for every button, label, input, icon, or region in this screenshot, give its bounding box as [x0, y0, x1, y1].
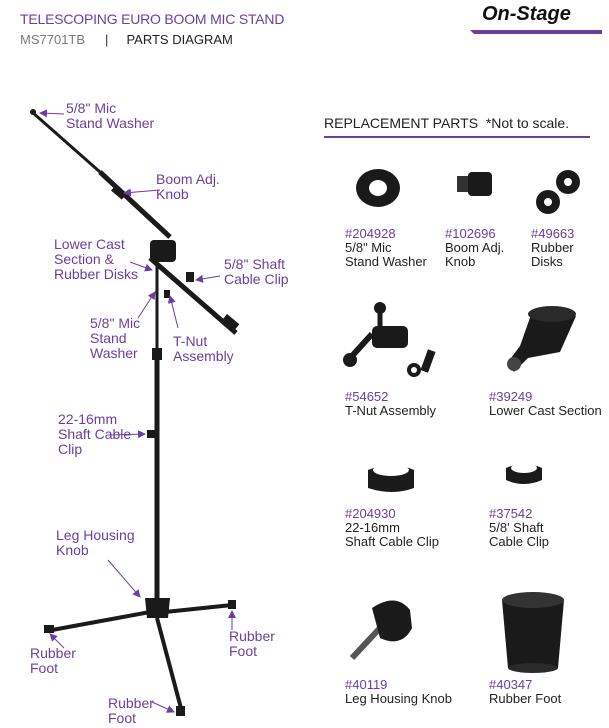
part-washer: #204928 5/8" Mic Stand Washer — [345, 227, 427, 269]
washer-image — [356, 169, 400, 207]
callout-washer-2: 5/8" Mic Stand Washer — [90, 315, 141, 361]
callout-leaders — [39, 109, 236, 713]
part-name: Leg Housing Knob — [345, 691, 452, 706]
part-name: Lower Cast Section — [489, 403, 602, 418]
part-name: Rubber Disks — [531, 240, 574, 269]
callout-foot-right: Rubber Foot — [229, 628, 275, 659]
part-tnut: #54652 T-Nut Assembly — [345, 390, 436, 418]
callout-boom-knob: Boom Adj. Knob — [156, 171, 220, 202]
part-name: Boom Adj. Knob — [445, 240, 505, 269]
part-number: #102696 — [445, 226, 496, 241]
page-title: TELESCOPING EURO BOOM MIC STAND — [20, 11, 285, 27]
callout-shaft-clip-22: 22-16mm Shaft Cable Clip — [58, 411, 132, 457]
callout-foot-left: Rubber Foot — [30, 645, 76, 676]
part-name: 5/8' Shaft Cable Clip — [489, 520, 549, 549]
logo-wordmark: On-Stage — [482, 3, 571, 25]
part-number: #54652 — [345, 389, 389, 404]
lower-cast-image — [507, 306, 576, 372]
part-number: #40119 — [345, 677, 388, 692]
leg-knob-image — [349, 600, 412, 661]
part-name: 22-16mm Shaft Cable Clip — [345, 520, 439, 549]
callout-foot-bottom: Rubber Foot — [108, 695, 154, 726]
stand-shaft — [147, 262, 170, 600]
boom-knob-part — [111, 184, 127, 200]
title-separator: | — [105, 32, 109, 47]
part-boom-knob: #102696 Boom Adj. Knob — [445, 227, 504, 269]
part-name: T-Nut Assembly — [345, 403, 437, 418]
tripod-base — [44, 598, 236, 716]
rubber-disks-image — [536, 170, 580, 214]
model-number: MS7701TB — [20, 32, 86, 47]
callout-washer: 5/8" Mic Stand Washer — [66, 100, 155, 131]
part-name: Rubber Foot — [489, 691, 562, 706]
heading-underline — [324, 136, 590, 138]
callout-tnut: T-Nut Assembly — [173, 333, 234, 364]
rubber-foot-image — [502, 592, 564, 673]
part-shaft-clip-22: #204930 22-16mm Shaft Cable Clip — [345, 507, 439, 549]
part-number: #204930 — [345, 506, 396, 521]
part-shaft-clip-58: #37542 5/8' Shaft Cable Clip — [489, 507, 549, 549]
tnut-assembly-image — [343, 302, 436, 377]
boom-knob-image — [457, 172, 492, 196]
callout-lower-cast: Lower Cast Section & Rubber Disks — [54, 236, 139, 282]
part-number: #204928 — [345, 226, 396, 241]
boom-arm — [30, 109, 240, 335]
part-leg-knob: #40119 Leg Housing Knob — [345, 678, 452, 706]
shaft-clip-22-image — [368, 464, 414, 492]
boom-clutch — [150, 240, 194, 282]
shaft-clip-58-image — [506, 463, 542, 484]
callout-leg-knob: Leg Housing Knob — [56, 527, 135, 558]
diagram-label: PARTS DIAGRAM — [126, 32, 233, 47]
replacement-parts-heading: REPLACEMENT PARTS *Not to scale. — [324, 115, 570, 131]
subtitle-row: MS7701TB | PARTS DIAGRAM — [20, 32, 233, 47]
part-number: #49663 — [531, 226, 575, 241]
part-number: #39249 — [489, 389, 533, 404]
part-rubber-disks: #49663 Rubber Disks — [531, 227, 609, 269]
part-number: #37542 — [489, 506, 533, 521]
callout-shaft-clip-58: 5/8" Shaft Cable Clip — [224, 256, 289, 287]
logo-bar — [470, 30, 602, 34]
part-name: 5/8" Mic Stand Washer — [345, 240, 427, 269]
on-stage-logo: On-Stage — [470, 3, 602, 34]
part-number: #40347 — [489, 677, 533, 692]
part-rubber-foot: #40347 Rubber Foot — [489, 678, 561, 706]
part-lower-cast: #39249 Lower Cast Section — [489, 390, 602, 418]
